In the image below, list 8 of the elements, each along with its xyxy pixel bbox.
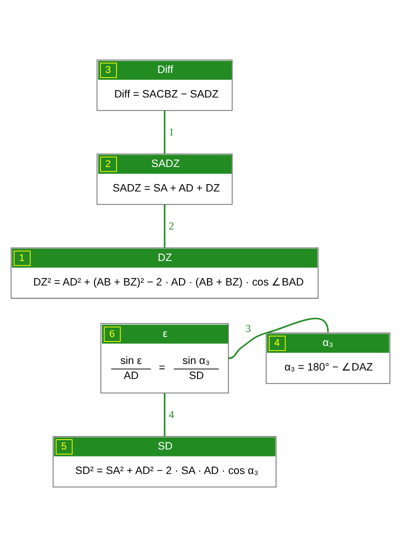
connector (164, 110, 166, 154)
connector (164, 393, 166, 437)
edge-label: 3 (246, 323, 251, 336)
connector (228, 318, 329, 360)
connector (164, 204, 166, 248)
edge-label: 1 (168, 126, 174, 138)
edge-label: 2 (168, 220, 174, 232)
edge-label: 4 (168, 408, 174, 421)
